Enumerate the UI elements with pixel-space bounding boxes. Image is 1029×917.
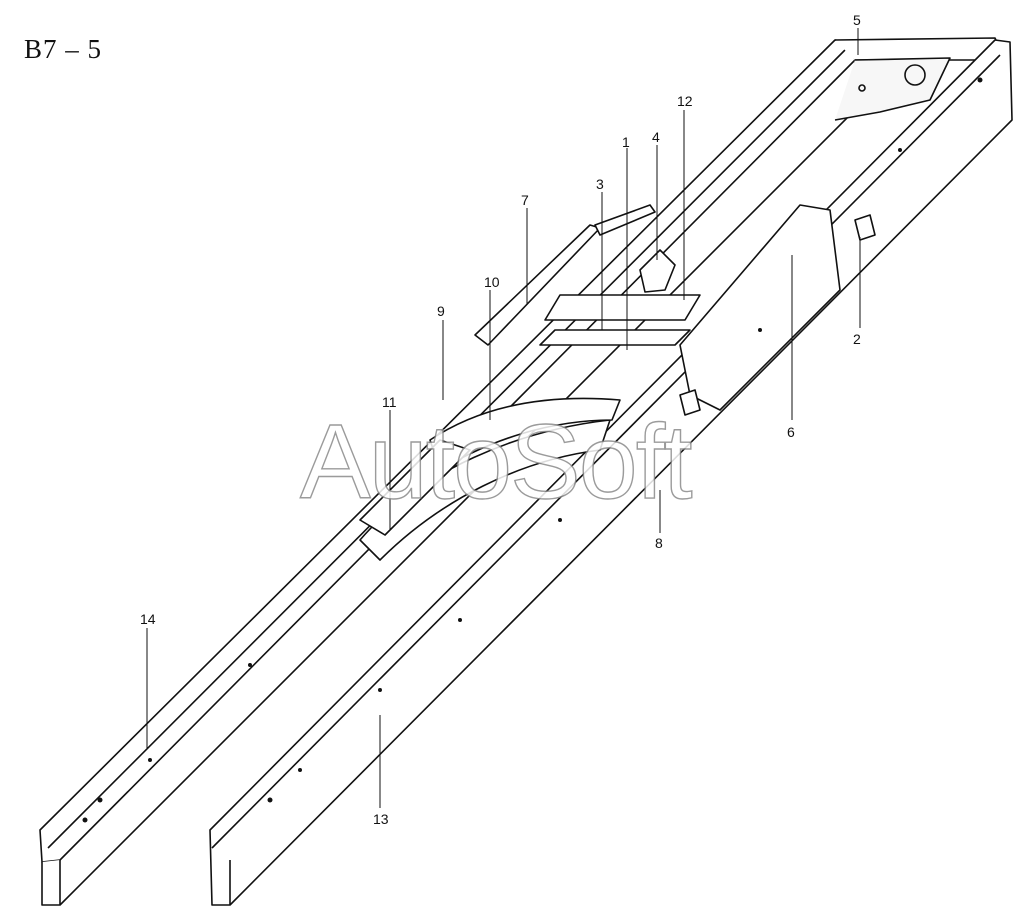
callout-4: 4: [652, 129, 660, 145]
mount-bracket-middle: [679, 389, 701, 416]
callout-9: 9: [437, 303, 445, 319]
callout-8: 8: [655, 535, 663, 551]
callout-2: 2: [853, 331, 861, 347]
callout-1: 1: [622, 134, 630, 150]
callout-6: 6: [787, 424, 795, 440]
middle-cross-member: [544, 294, 701, 321]
callout-7: 7: [521, 192, 529, 208]
mount-bracket-front: [854, 214, 876, 241]
callout-3: 3: [596, 176, 604, 192]
callout-13: 13: [373, 811, 389, 827]
callout-10: 10: [484, 274, 500, 290]
callout-11: 11: [382, 394, 397, 410]
watermark: AutoSoft: [299, 402, 693, 521]
callout-14: 14: [140, 611, 156, 627]
callout-5: 5: [853, 12, 861, 28]
callout-12: 12: [677, 93, 693, 109]
diagram-title: B7 – 5: [24, 34, 103, 64]
inner-reinforcement: [679, 204, 841, 411]
